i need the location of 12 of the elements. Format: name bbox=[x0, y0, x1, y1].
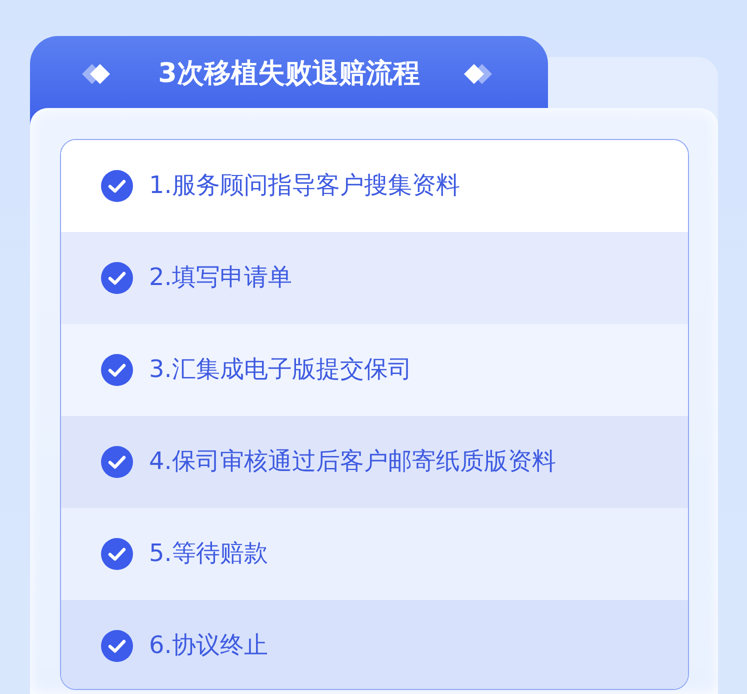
step-row bbox=[61, 600, 688, 689]
step-row bbox=[61, 324, 688, 416]
step-text: 6.协议终止 bbox=[149, 630, 268, 661]
step-row bbox=[61, 232, 688, 324]
step-text: 1.服务顾问指导客户搜集资料 bbox=[149, 170, 460, 201]
title-text: 3次移植失败退赔流程 bbox=[158, 57, 420, 91]
step-text: 3.汇集成电子版提交保司 bbox=[149, 354, 412, 385]
step-text: 4.保司审核通过后客户邮寄纸质版资料 bbox=[149, 446, 556, 477]
step-text: 5.等待赔款 bbox=[149, 538, 268, 569]
step-row bbox=[61, 508, 688, 600]
step-text: 2.填写申请单 bbox=[149, 262, 292, 293]
step-row bbox=[61, 416, 688, 508]
